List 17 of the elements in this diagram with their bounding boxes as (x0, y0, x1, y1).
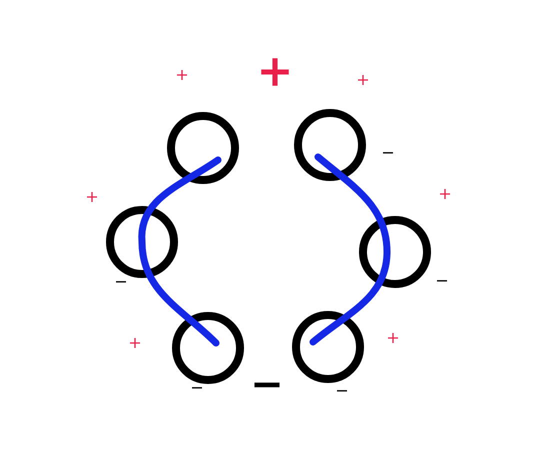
ring (294, 109, 366, 181)
plus-sign: + (358, 74, 368, 85)
plus-sign: + (388, 333, 398, 344)
plus-sign: + (130, 338, 140, 348)
ring (106, 206, 178, 278)
minus-sign: − (383, 152, 394, 154)
ring (292, 311, 364, 383)
ring (172, 312, 244, 384)
curved-line (138, 238, 220, 346)
ring (167, 112, 239, 184)
plus-sign: + (440, 189, 450, 199)
plus-sign: + (261, 58, 289, 86)
curved-line (310, 248, 390, 346)
ring (359, 216, 431, 288)
plus-sign: + (87, 192, 98, 202)
minus-sign: − (254, 382, 280, 388)
plus-sign: + (177, 70, 188, 80)
